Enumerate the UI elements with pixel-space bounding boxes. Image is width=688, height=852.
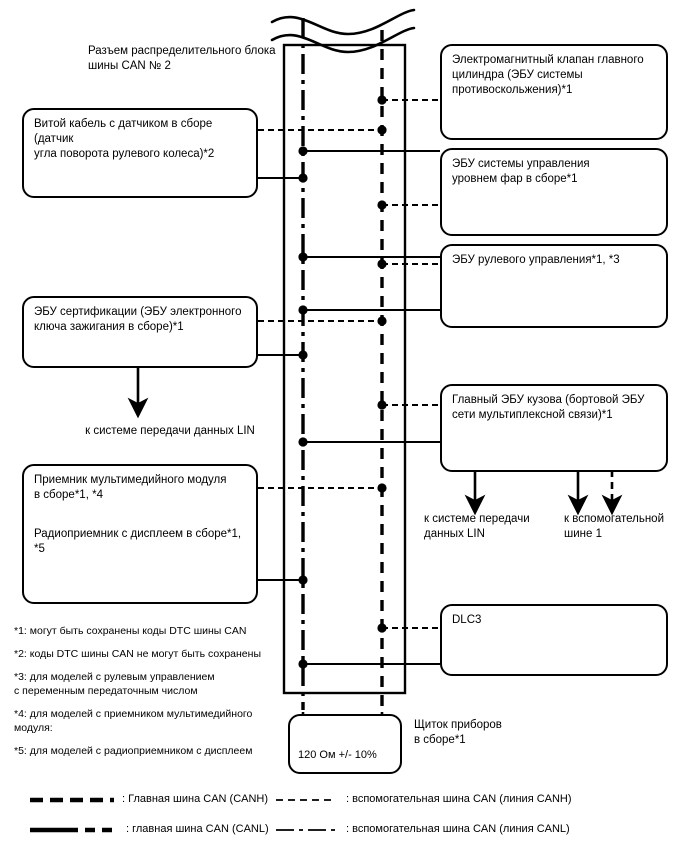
legend-label-sub-canh: : вспомогательная шина CAN (линия CANH) (346, 793, 572, 805)
box-spiral-cable-label: Витой кабель с датчиком в сборе (датчик … (34, 118, 215, 160)
box-terminating-resistor[interactable]: 120 Ом +/- 10% (288, 714, 402, 774)
box-main-body-ecu-label: Главный ЭБУ кузова (бортовой ЭБУ сети му… (452, 394, 645, 421)
footnote-2: *2: коды DTC шины CAN не могут быть сохр… (14, 648, 261, 660)
box-certification-ecu-label: ЭБУ сертификации (ЭБУ электронного ключа… (34, 306, 242, 333)
box-radio-receiver-label: Радиоприемник с дисплеем в сборе*1, *5 (34, 528, 242, 555)
box-spiral-cable[interactable]: Витой кабель с датчиком в сборе (датчик … (22, 108, 258, 198)
subbus-arrow-label: к вспомогательной шине 1 (564, 513, 664, 540)
footnote-1: *1: могут быть сохранены коды DTC шины C… (14, 625, 247, 637)
box-main-body-ecu[interactable]: Главный ЭБУ кузова (бортовой ЭБУ сети му… (440, 384, 668, 472)
legend-label-main-canh: : Главная шина CAN (CANH) (122, 793, 269, 805)
box-dlc3-label: DLC3 (452, 614, 482, 626)
box-headlight-leveling-ecu-label: ЭБУ системы управления уровнем фар в сбо… (452, 158, 590, 185)
legend-label-main-canl: : главная шина CAN (CANL) (126, 823, 269, 835)
combination-meter-label: Щиток приборов в сборе*1 (414, 719, 502, 746)
footnotes: *1: могут быть сохранены коды DTC шины C… (14, 624, 282, 767)
box-certification-ecu[interactable]: ЭБУ сертификации (ЭБУ электронного ключа… (22, 296, 258, 368)
box-headlight-leveling-ecu[interactable]: ЭБУ системы управления уровнем фар в сбо… (440, 148, 668, 236)
footnote-4: *4: для моделей с приемником мультимедий… (14, 708, 253, 734)
box-multimedia-receiver[interactable]: Приемник мультимедийного модуля в сборе*… (22, 464, 258, 604)
box-power-steering-ecu-label: ЭБУ рулевого управления*1, *3 (452, 254, 620, 266)
lin-arrow-label-right: к системе передачи данных LIN (424, 513, 530, 540)
bus-break-wave (270, 8, 416, 54)
can-bus-junction-block (282, 43, 407, 695)
lin-arrow-label-left: к системе передачи данных LIN (85, 425, 255, 437)
box-dlc3[interactable]: DLC3 (440, 604, 668, 676)
legend: : Главная шина CAN (CANH) : главная шина… (0, 786, 688, 852)
footnote-5: *5: для моделей с радиоприемником с дисп… (14, 745, 253, 757)
connector-label: Разъем распределительного блока шины CAN… (88, 45, 276, 72)
box-brake-actuator-label: Электромагнитный клапан главного цилиндр… (452, 54, 644, 96)
box-power-steering-ecu[interactable]: ЭБУ рулевого управления*1, *3 (440, 244, 668, 328)
junction-dots (298, 95, 387, 669)
resistor-value-label: 120 Ом +/- 10% (298, 749, 377, 761)
footnote-3: *3: для моделей с рулевым управлением с … (14, 671, 215, 697)
legend-label-sub-canl: : вспомогательная шина CAN (линия CANL) (346, 823, 570, 835)
legend-samples (30, 797, 338, 833)
box-brake-actuator[interactable]: Электромагнитный клапан главного цилиндр… (440, 44, 668, 140)
box-multimedia-receiver-label: Приемник мультимедийного модуля в сборе*… (34, 474, 227, 501)
